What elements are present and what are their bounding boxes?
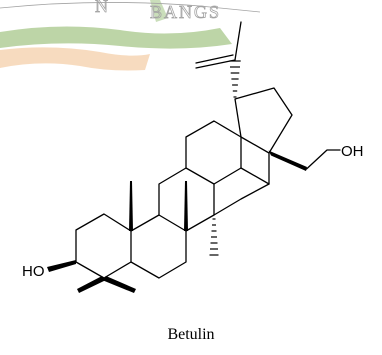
ring-e-cyclopentane: [234, 87, 293, 154]
hashed-bond-c19: [229, 60, 241, 98]
compound-name-caption: Betulin: [167, 326, 215, 343]
ring-d-e: [213, 136, 270, 216]
wedge-bond-c17-ch2: [268, 150, 307, 171]
watermark-text-right: BANGS: [150, 2, 221, 22]
hydroxyl-c3: HO: [22, 260, 76, 280]
wedge-methyl-c8: [184, 181, 188, 231]
wedge-methyl-c10: [129, 181, 133, 231]
ho-label-left: HO: [22, 263, 45, 280]
ring-c: [158, 167, 215, 232]
watermark-logo: N BANGS: [0, 0, 261, 71]
ring-d: [185, 120, 242, 185]
hashed-methyl-c14: [209, 218, 219, 256]
methyl-groups: [129, 181, 219, 256]
watermark-arc: [0, 2, 261, 13]
oh-label-right: OH: [341, 143, 364, 160]
watermark-text-left: N: [95, 0, 110, 16]
wedge-oh-c3: [47, 260, 76, 272]
isopropenyl-group: [195, 21, 242, 98]
gem-dimethyl-c4: [77, 276, 136, 293]
watermark-leaf: [150, 0, 168, 22]
wedge-methyl-c4a: [77, 276, 106, 293]
hydroxymethyl-group: OH: [268, 143, 364, 171]
ring-b: [130, 214, 187, 279]
wedge-methyl-c4b: [102, 276, 136, 293]
watermark-green-band: [0, 26, 232, 49]
ring-a: [75, 213, 132, 279]
watermark-orange-band: [0, 47, 150, 71]
